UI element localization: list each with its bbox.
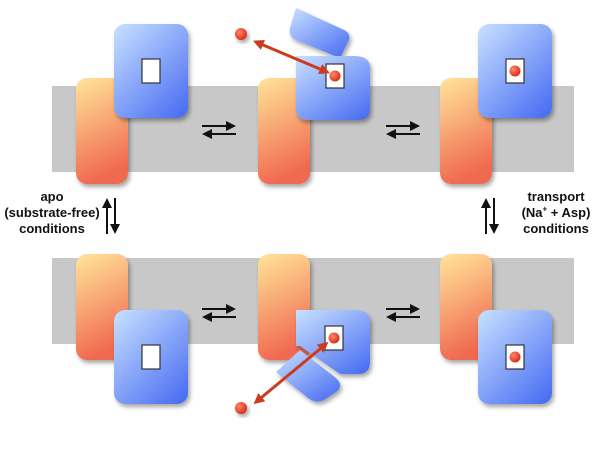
- transport-label-plus: +: [542, 204, 548, 214]
- state-bottom-2-pore-substrate: [328, 332, 340, 344]
- apo-label-line-3: conditions: [19, 221, 85, 236]
- state-top-2-release-arrow: [253, 39, 330, 75]
- state-bottom-2-release-arrow: [253, 341, 329, 405]
- equilibrium-arrows-top-1-to-bottom-1: [102, 198, 120, 234]
- equilibrium-arrows-top-2-to-top-3: [386, 121, 420, 139]
- state-bottom-1-domain-pore: [141, 344, 161, 370]
- transport-label-line-1: transport: [527, 189, 585, 204]
- state-top-1-domain-pore: [141, 58, 161, 84]
- state-bottom-2-released-substrate: [235, 402, 247, 414]
- equilibrium-arrows-top-1-to-top-2: [202, 121, 236, 139]
- equilibrium-arrows-bottom-2-to-bottom-3: [386, 304, 420, 322]
- transport-label-line-2: (Na+ + Asp): [512, 205, 600, 221]
- transport-label-line-3: conditions: [523, 221, 589, 236]
- transport-label-na: (Na: [521, 205, 543, 220]
- apo-label-line-1: apo: [40, 189, 64, 204]
- state-top-2-released-substrate: [235, 28, 247, 40]
- equilibrium-arrows-bottom-1-to-bottom-2: [202, 304, 236, 322]
- state-top-3-domain-pore-substrate: [509, 65, 521, 77]
- transport-label-asp: + Asp): [547, 205, 591, 220]
- apo-label-line-2: (substrate-free): [4, 205, 100, 220]
- transport-conditions-label: transport (Na+ + Asp) conditions: [512, 189, 600, 237]
- state-top-2-pore-substrate: [329, 70, 341, 82]
- apo-conditions-label: apo (substrate-free) conditions: [2, 189, 102, 237]
- equilibrium-arrows-top-3-to-bottom-3: [481, 198, 499, 234]
- state-top-2-gate: [289, 8, 350, 58]
- state-bottom-3-domain-pore-substrate: [509, 351, 521, 363]
